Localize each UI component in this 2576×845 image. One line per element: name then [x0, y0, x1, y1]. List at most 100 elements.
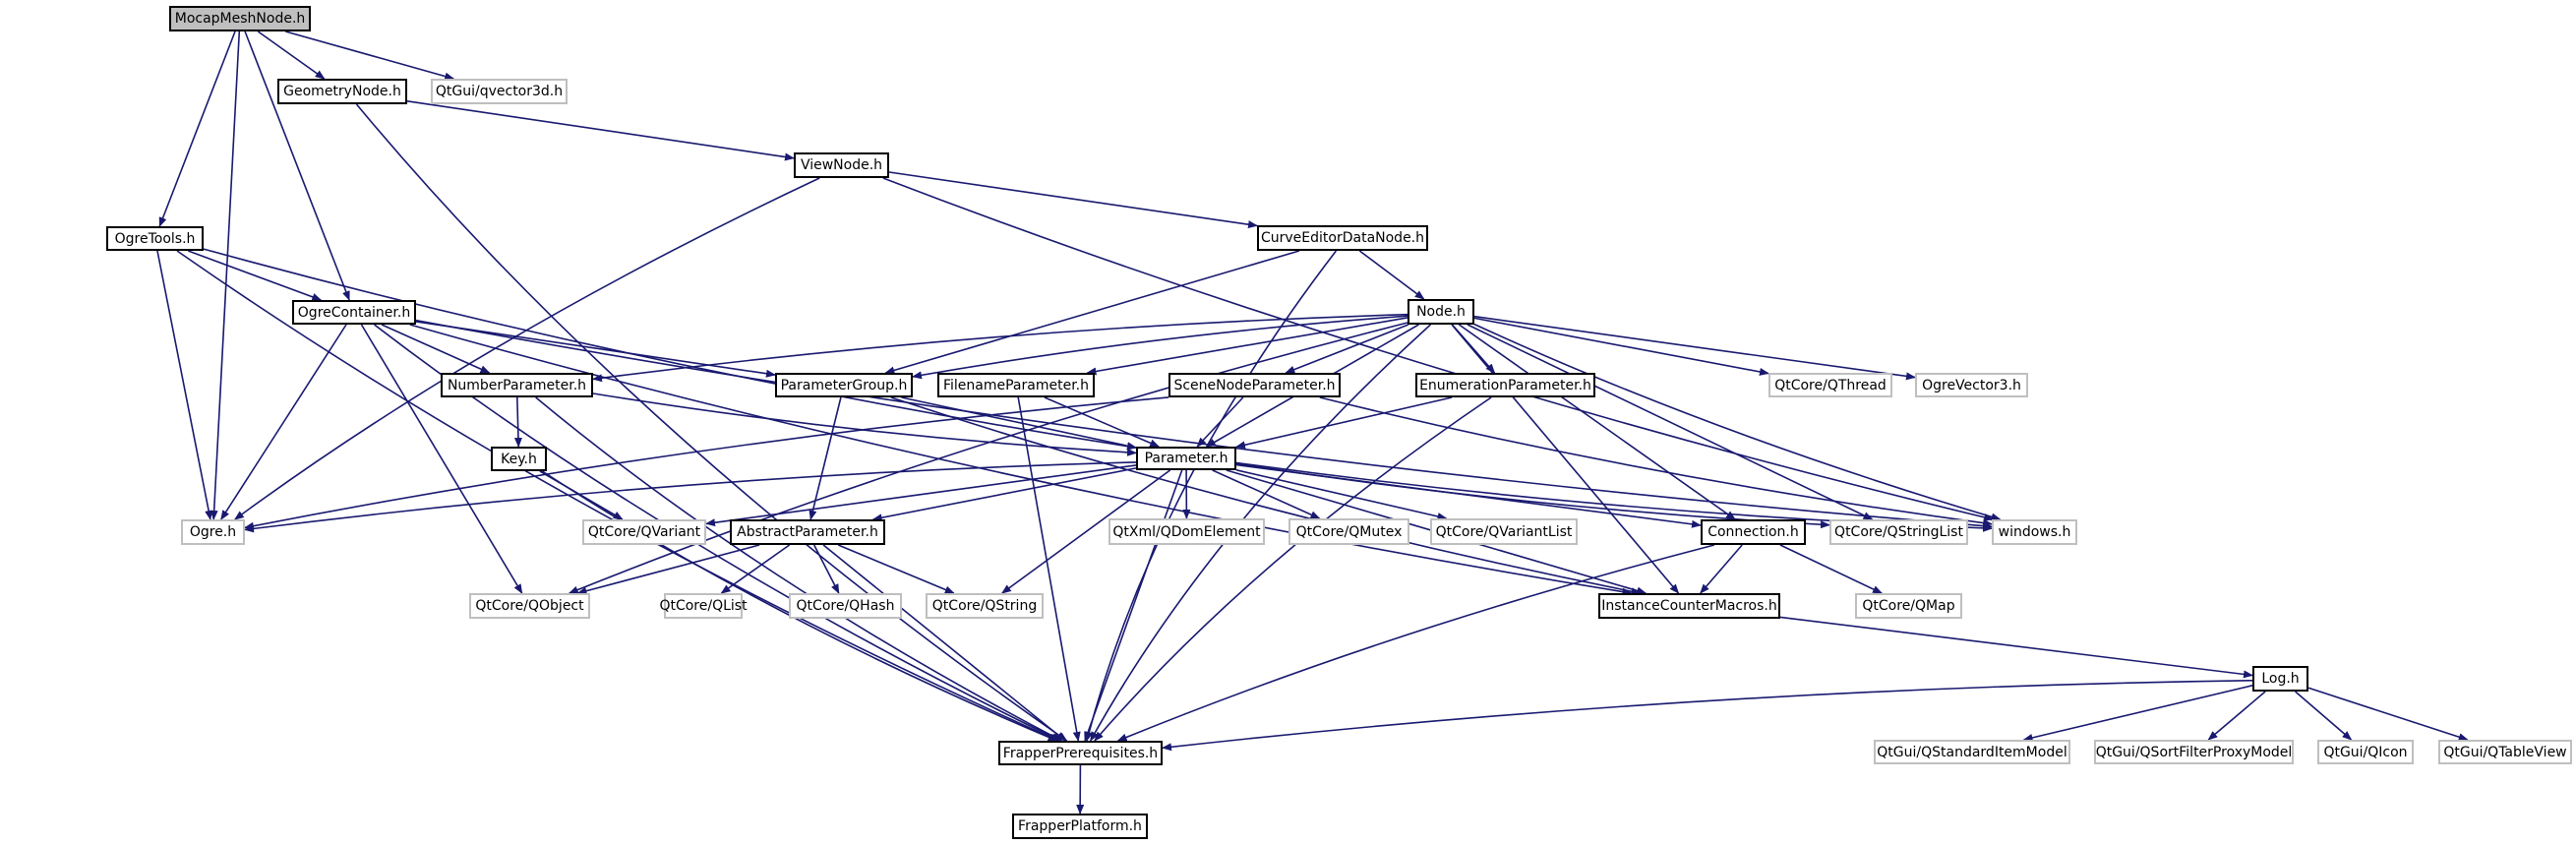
graph-node-label: QtCore/QVariantList [1435, 523, 1573, 540]
graph-node-label: FrapperPlatform.h [1018, 818, 1142, 834]
graph-node-qt-core-qlist: QtCore/QList [659, 593, 748, 619]
graph-node-mocap-mesh-node-h[interactable]: MocapMeshNode.h [169, 6, 311, 31]
edge-parameter-h-to-qstring [1000, 469, 1171, 594]
edge-view-node-to-windows [882, 177, 1995, 521]
graph-node-parameter-group-h[interactable]: ParameterGroup.h [775, 373, 913, 397]
graph-node-qt-gui-qsort-filter-proxy-model: QtGui/QSortFilterProxyModel [2094, 740, 2294, 764]
edge-abstract-parameter-to-qlist [720, 544, 791, 594]
graph-node-label: AbstractParameter.h [737, 524, 878, 540]
edge-connection-to-qmap [1779, 544, 1884, 594]
edge-key-h-to-frapper-prerequisites [541, 470, 1058, 742]
graph-node-view-node-h[interactable]: ViewNode.h [794, 152, 889, 178]
edge-connection-to-instance-counter-macros [1700, 544, 1743, 594]
edge-mocap-mesh-node-to-ogre-h [210, 30, 241, 520]
graph-node-label: QtGui/QStandardItemModel [1877, 744, 2067, 760]
edge-parameter-h-to-qvariant [705, 464, 1137, 527]
graph-node-connection-h[interactable]: Connection.h [1701, 519, 1806, 545]
edge-log-h-to-qsort-filter-proxy-model [2207, 691, 2266, 741]
graph-node-windows-h: windows.h [1992, 519, 2077, 545]
graph-node-qt-gui-qicon: QtGui/QIcon [2317, 740, 2414, 764]
graph-node-ogre-tools-h[interactable]: OgreTools.h [106, 226, 204, 251]
edge-node-h-to-qthread [1473, 317, 1769, 376]
graph-node-label: GeometryNode.h [283, 84, 401, 99]
graph-node-label: ParameterGroup.h [780, 377, 908, 393]
edge-scene-node-parameter-to-parameter-h [1196, 396, 1244, 448]
graph-node-qt-gui-qstandard-item-model: QtGui/QStandardItemModel [1874, 740, 2070, 764]
edge-view-node-to-ogre-h [233, 177, 820, 520]
graph-node-label: QtGui/QTableView [2443, 744, 2567, 760]
edge-node-h-to-scene-node-parameter [1285, 324, 1409, 374]
edge-instance-counter-macros-to-log-h [1779, 616, 2253, 679]
edge-parameter-h-to-abstract-parameter [871, 467, 1137, 522]
edge-enumeration-parameter-to-frapper-prerequisites [1094, 396, 1492, 742]
edge-node-h-to-filename-parameter [1086, 317, 1408, 376]
graph-node-qt-core-qmap: QtCore/QMap [1855, 593, 1962, 619]
graph-node-label: CurveEditorDataNode.h [1260, 230, 1425, 246]
graph-node-label: QtCore/QString [931, 598, 1038, 614]
edge-parameter-group-to-abstract-parameter [809, 396, 842, 520]
edge-node-h-to-ogre-vector3 [1473, 315, 1916, 381]
graph-node-qt-core-qvariant: QtCore/QVariant [582, 519, 706, 545]
graph-node-label: EnumerationParameter.h [1419, 377, 1591, 393]
edge-view-node-to-curve-editor-data-node [888, 171, 1258, 229]
graph-node-log-h[interactable]: Log.h [2252, 666, 2308, 692]
edge-node-h-to-qobject [568, 322, 1408, 594]
graph-node-frapper-platform-h[interactable]: FrapperPlatform.h [1012, 814, 1148, 839]
edge-node-h-to-parameter-group [912, 315, 1408, 380]
edge-ogre-container-to-number-parameter [381, 324, 491, 374]
graph-node-qt-core-qvariant-list: QtCore/QVariantList [1430, 518, 1578, 545]
edge-scene-node-parameter-to-ogre-h [244, 396, 1169, 530]
edge-parameter-group-to-instance-counter-macros [890, 396, 1642, 596]
edge-parameter-h-to-qvariant-list [1235, 469, 1448, 520]
edge-abstract-parameter-to-frapper-prerequisites [822, 544, 1066, 742]
graph-node-label: InstanceCounterMacros.h [1601, 598, 1777, 614]
graph-node-number-parameter-h[interactable]: NumberParameter.h [441, 373, 593, 397]
graph-node-instance-counter-macros-h[interactable]: InstanceCounterMacros.h [1598, 593, 1780, 619]
graph-node-qt-gui-qvector3d-h: QtGui/qvector3d.h [431, 79, 568, 104]
edge-node-h-to-connection [1458, 324, 1736, 520]
edge-ogre-tools-to-ogre-h [156, 250, 213, 520]
graph-node-scene-node-parameter-h[interactable]: SceneNodeParameter.h [1168, 373, 1341, 397]
graph-node-label: FrapperPrerequisites.h [1002, 745, 1159, 761]
graph-node-frapper-prerequisites-h[interactable]: FrapperPrerequisites.h [998, 741, 1163, 765]
graph-node-filename-parameter-h[interactable]: FilenameParameter.h [937, 373, 1095, 397]
graph-node-label: Parameter.h [1144, 451, 1228, 466]
edge-filename-parameter-to-parameter-h [1044, 396, 1161, 448]
graph-node-node-h[interactable]: Node.h [1408, 299, 1474, 325]
edge-abstract-parameter-to-qstring [837, 544, 955, 594]
edge-ogre-tools-to-ogre-container [188, 250, 323, 301]
graph-node-label: MocapMeshNode.h [174, 11, 306, 27]
graph-node-enumeration-parameter-h[interactable]: EnumerationParameter.h [1415, 373, 1595, 397]
graph-node-abstract-parameter-h[interactable]: AbstractParameter.h [730, 519, 885, 545]
graph-node-label: QtCore/QVariant [587, 524, 701, 540]
edge-log-h-to-qicon [2295, 691, 2353, 741]
edge-filename-parameter-to-frapper-prerequisites [1017, 396, 1081, 742]
edge-parameter-h-to-frapper-prerequisites [1084, 469, 1183, 742]
graph-node-label: QtCore/QMap [1862, 598, 1955, 614]
graph-node-qt-core-qthread: QtCore/QThread [1768, 373, 1892, 397]
graph-node-parameter-h[interactable]: Parameter.h [1136, 447, 1236, 470]
graph-node-label: QtXml/QDomElement [1112, 523, 1261, 540]
graph-node-qt-core-qstring: QtCore/QString [926, 593, 1044, 619]
edge-ogre-container-to-instance-counter-macros [409, 324, 1633, 596]
edge-node-h-to-windows [1473, 323, 2002, 521]
graph-node-label: QtGui/QIcon [2323, 744, 2408, 760]
graph-node-label: Node.h [1416, 304, 1466, 320]
edge-curve-editor-data-node-to-node-h [1358, 250, 1425, 300]
edge-ogre-container-to-qobject [360, 324, 523, 594]
edge-abstract-parameter-to-qhash [812, 544, 840, 594]
graph-node-label: QtCore/QObject [475, 598, 584, 614]
graph-node-qt-core-qhash: QtCore/QHash [789, 593, 902, 619]
graph-node-label: NumberParameter.h [447, 377, 587, 393]
graph-node-curve-editor-data-node-h[interactable]: CurveEditorDataNode.h [1257, 225, 1428, 251]
edge-ogre-container-to-ogre-h [220, 324, 347, 520]
graph-node-label: SceneNodeParameter.h [1173, 377, 1336, 393]
graph-node-geometry-node-h[interactable]: GeometryNode.h [277, 79, 407, 104]
edge-mocap-mesh-node-to-geometry-node [257, 30, 326, 80]
graph-node-label: OgreTools.h [114, 230, 196, 247]
graph-node-ogre-container-h[interactable]: OgreContainer.h [292, 300, 416, 325]
graph-node-key-h[interactable]: Key.h [491, 447, 547, 471]
graph-node-label: Key.h [501, 451, 537, 467]
edge-abstract-parameter-to-qobject [576, 544, 760, 595]
edge-mocap-mesh-node-to-ogre-container [244, 30, 350, 301]
